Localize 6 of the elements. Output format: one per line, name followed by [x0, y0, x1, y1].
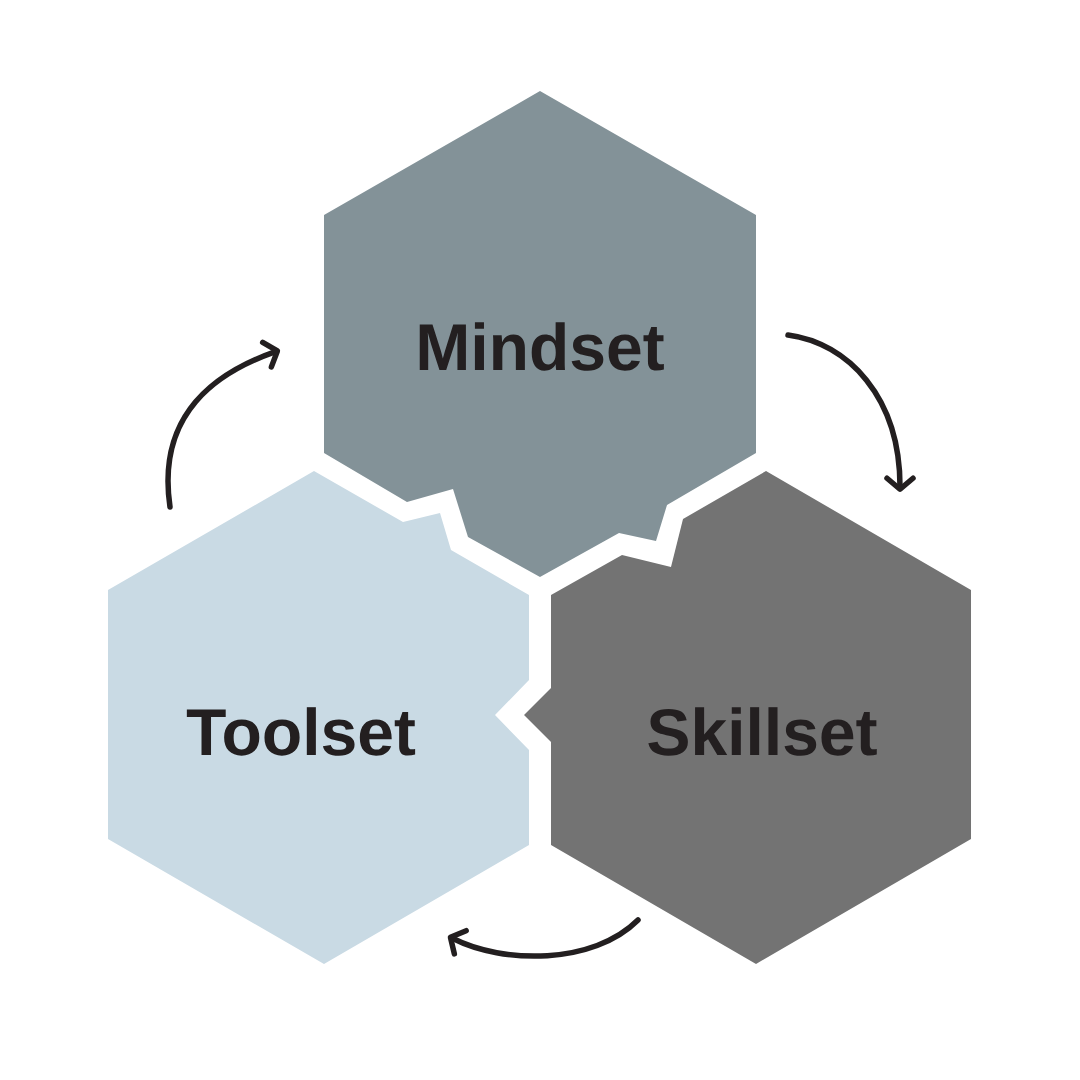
curved-arrow — [447, 917, 641, 959]
curved-arrow — [785, 332, 916, 492]
hexagon: Skillset — [524, 471, 971, 964]
curved-arrow — [165, 339, 281, 510]
hexagon: Mindset — [324, 91, 756, 577]
hexagon: Toolset — [108, 471, 529, 964]
